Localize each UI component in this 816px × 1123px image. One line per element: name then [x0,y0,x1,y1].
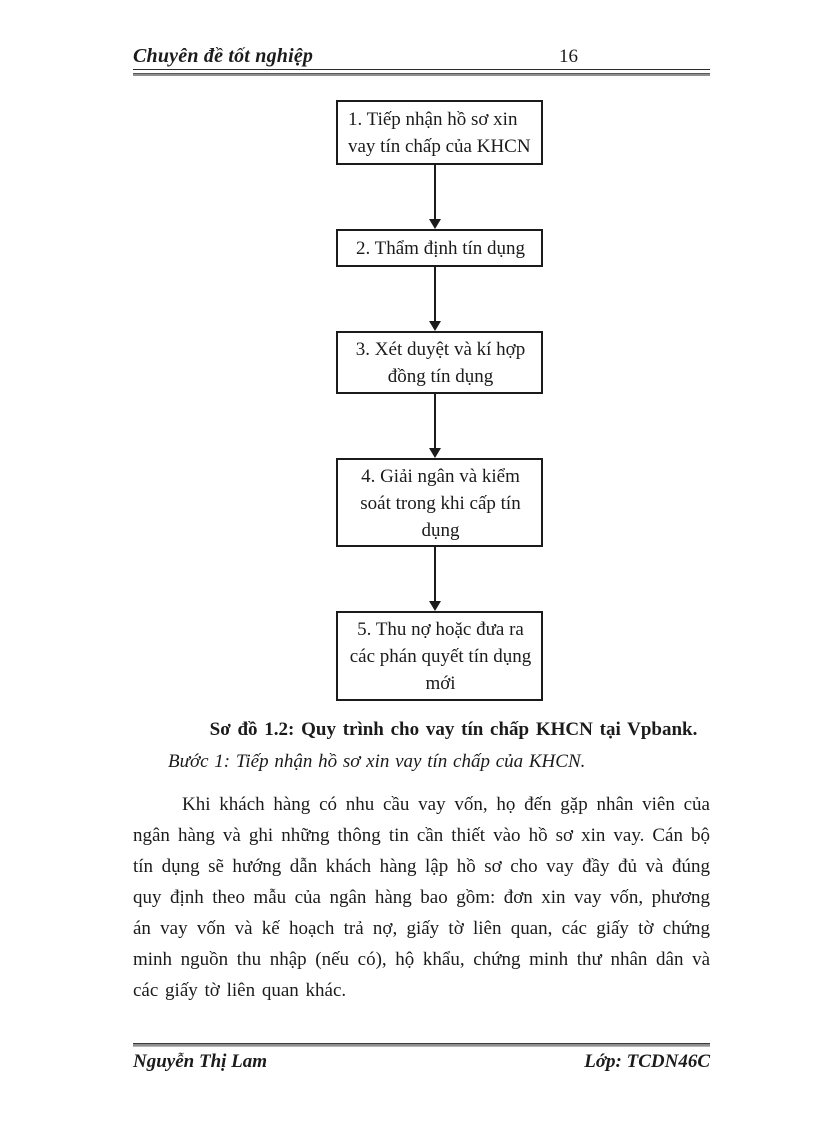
arrow-down-icon [326,267,543,331]
arrow-down-icon [326,547,543,611]
flowchart-step-5: 5. Thu nợ hoặc đưa ra các phán quyết tín… [336,611,543,701]
arrow-head [428,448,441,458]
arrow-head [428,601,441,611]
arrow-shaft [433,394,436,448]
page-footer: Nguyễn Thị Lam Lớp: TCDN46C [133,1043,710,1073]
flowchart-step-1-label: 1. Tiếp nhận hồ sơ xin vay tín chấp của … [348,109,531,157]
flowchart-step-1: 1. Tiếp nhận hồ sơ xin vay tín chấp của … [336,100,543,165]
footer-author: Nguyễn Thị Lam [133,1051,268,1072]
header-row: Chuyên đề tốt nghiệp 16 [133,44,710,70]
figure-caption: Sơ đồ 1.2: Quy trình cho vay tín chấp KH… [209,719,698,740]
flowchart-step-2: 2. Thẩm định tín dụng [336,229,543,267]
footer-class: Lớp: TCDN46C [584,1051,710,1072]
flowchart-step-5-label: 5. Thu nợ hoặc đưa ra các phán quyết tín… [349,619,532,694]
flowchart-step-3: 3. Xét duyệt và kí hợp đồng tín dụng [336,331,543,394]
header-rule [133,73,710,76]
footer-rule [133,1043,710,1047]
page-number: 16 [559,46,578,67]
arrow-head [428,219,441,229]
arrow-head [428,321,441,331]
footer-row: Nguyễn Thị Lam Lớp: TCDN46C [133,1051,710,1073]
header-title: Chuyên đề tốt nghiệp [133,45,314,67]
flowchart-step-3-label: 3. Xét duyệt và kí hợp đồng tín dụng [355,339,526,387]
arrow-shaft [433,165,436,219]
flowchart-step-4-label: 4. Giải ngân và kiểm soát trong khi cấp … [360,465,521,541]
flowchart-step-2-label: 2. Thẩm định tín dụng [355,238,526,259]
arrow-down-icon [326,394,543,458]
step-1-heading: Bước 1: Tiếp nhận hồ sơ xin vay tín chấp… [168,751,586,772]
loan-process-flowchart: 1. Tiếp nhận hồ sơ xin vay tín chấp của … [336,100,543,701]
arrow-shaft [433,547,436,601]
flowchart-step-4: 4. Giải ngân và kiểm soát trong khi cấp … [336,458,543,547]
page-header: Chuyên đề tốt nghiệp 16 [133,44,710,76]
body-paragraph: Khi khách hàng có nhu cầu vay vốn, họ đế… [133,794,710,1001]
arrow-down-icon [326,165,543,229]
arrow-shaft [433,267,436,321]
